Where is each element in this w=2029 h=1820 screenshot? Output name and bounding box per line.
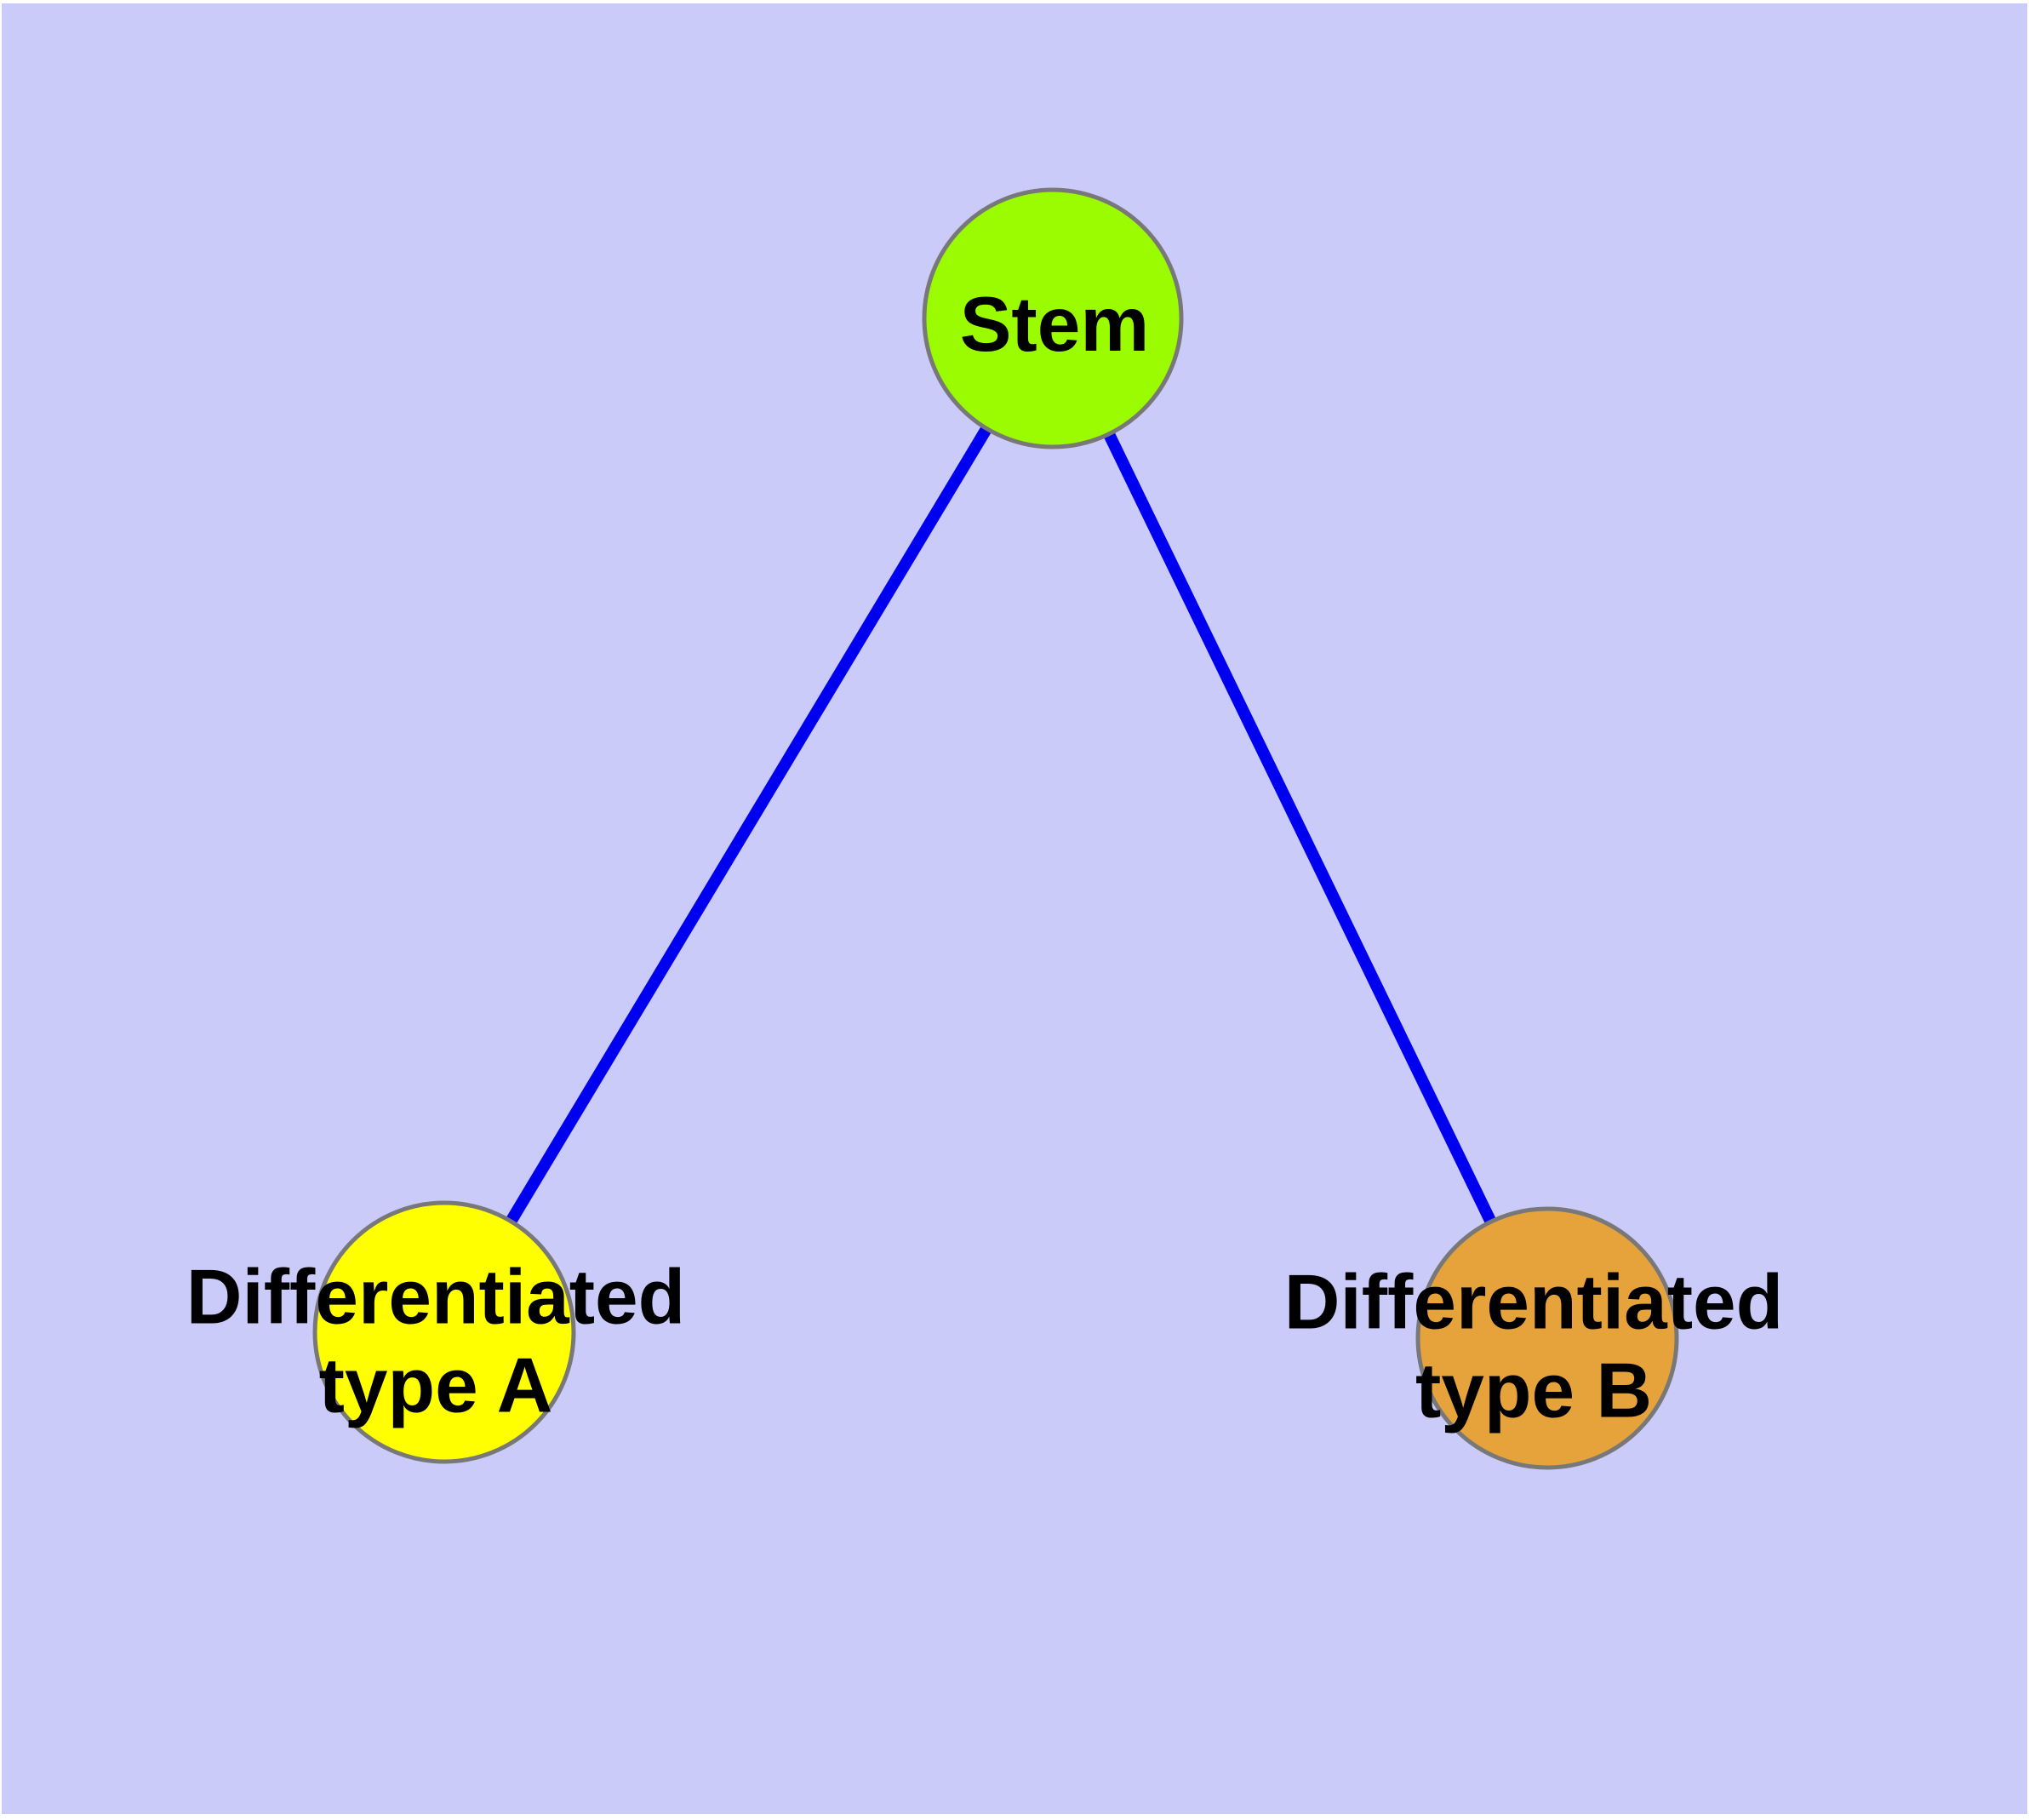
node-differentiated-type-a-label: Differentiated type A <box>186 1254 686 1428</box>
edge-stem-to-type-a <box>438 315 1059 1336</box>
node-differentiated-type-a <box>312 1200 576 1464</box>
diagram-canvas: Stem Differentiated type A Differentiate… <box>2 3 2027 1814</box>
node-differentiated-type-b <box>1415 1206 1679 1470</box>
edge-stem-to-type-b <box>1047 315 1553 1342</box>
node-stem-label: Stem <box>959 282 1150 369</box>
node-stem <box>922 187 1184 449</box>
node-differentiated-type-b-label: Differentiated type B <box>1283 1259 1784 1434</box>
graph-drawing <box>312 187 1679 1470</box>
